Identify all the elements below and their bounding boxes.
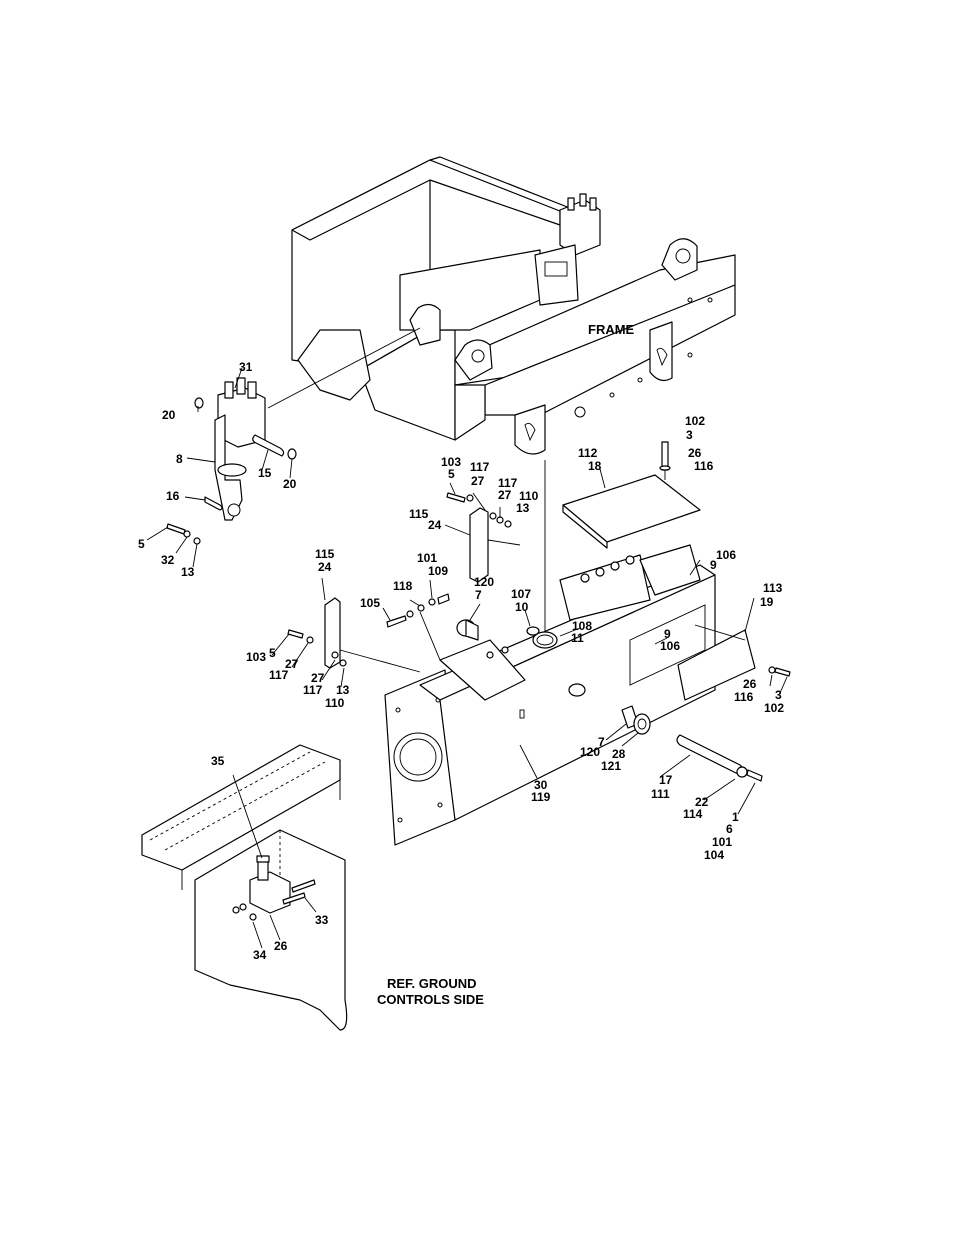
pin-15 (252, 434, 285, 457)
callout-101: 101 (417, 551, 437, 565)
callout-31: 31 (239, 360, 253, 374)
callout-24: 24 (428, 518, 442, 532)
callout-5: 5 (269, 646, 276, 660)
callout-105: 105 (360, 596, 380, 610)
boom-top-fittings (486, 555, 635, 659)
ref-note-line2: CONTROLS SIDE (377, 992, 484, 1007)
callout-labels: 31 20 8 15 20 16 5 32 13 FRAME 102 3 26 … (138, 322, 784, 1007)
callout-26: 26 (688, 446, 702, 460)
callout-117: 117 (470, 460, 490, 474)
ref-valve-35 (249, 855, 291, 914)
cover-plate-113 (677, 624, 791, 701)
callout-10: 10 (515, 600, 529, 614)
callout-114: 114 (683, 807, 703, 821)
callout-27: 27 (311, 671, 325, 685)
callout-117: 117 (498, 476, 518, 490)
callout-120: 120 (474, 575, 494, 589)
callout-121: 121 (601, 759, 621, 773)
callout-27: 27 (498, 488, 512, 502)
callout-103: 103 (246, 650, 266, 664)
callout-33: 33 (315, 913, 329, 927)
callout-101: 101 (712, 835, 732, 849)
callout-3: 3 (775, 688, 782, 702)
leader-lines (146, 367, 788, 949)
boom-weldment (384, 544, 716, 846)
pin-17-assembly (621, 705, 763, 782)
callout-5: 5 (448, 467, 455, 481)
callout-118: 118 (393, 579, 413, 593)
frame-label: FRAME (588, 322, 635, 337)
callout-102: 102 (764, 701, 784, 715)
valve-assembly (166, 327, 421, 545)
callout-26: 26 (743, 677, 757, 691)
callout-112: 112 (578, 446, 598, 460)
callout-109: 109 (428, 564, 448, 578)
callout-107: 107 (511, 587, 531, 601)
callout-9: 9 (710, 558, 717, 572)
callout-26: 26 (274, 939, 288, 953)
callout-1: 1 (732, 810, 739, 824)
callout-111: 111 (651, 787, 670, 801)
callout-20: 20 (283, 477, 297, 491)
callout-120: 120 (580, 745, 600, 759)
callout-6: 6 (726, 822, 733, 836)
callout-5: 5 (138, 537, 145, 551)
callout-117: 117 (269, 668, 289, 682)
callout-110: 110 (519, 489, 539, 503)
pad-hardware (386, 593, 479, 661)
callout-110: 110 (325, 696, 345, 710)
callout-103: 103 (441, 455, 461, 469)
callout-20: 20 (162, 408, 176, 422)
callout-30: 30 (534, 778, 548, 792)
callout-8: 8 (176, 452, 183, 466)
frame-holes (574, 297, 713, 418)
callout-11: 11 (571, 631, 584, 645)
callout-117: 117 (303, 683, 323, 697)
callout-106: 106 (716, 548, 736, 562)
callout-108: 108 (572, 619, 592, 633)
callout-115: 115 (409, 507, 429, 521)
bracket-115-left (287, 597, 421, 673)
bracket-115-right (446, 492, 521, 583)
callout-13: 13 (336, 683, 350, 697)
callout-113: 113 (763, 581, 783, 595)
callout-7: 7 (598, 735, 605, 749)
callout-104: 104 (704, 848, 724, 862)
callout-16: 16 (166, 489, 180, 503)
callout-119: 119 (531, 790, 551, 804)
callout-35: 35 (211, 754, 225, 768)
callout-15: 15 (258, 466, 272, 480)
callout-17: 17 (659, 773, 673, 787)
callout-13: 13 (181, 565, 195, 579)
callout-24: 24 (318, 560, 332, 574)
callout-106: 106 (660, 639, 680, 653)
cover-plate-112 (562, 441, 701, 549)
frame-valve-block (559, 193, 601, 256)
callout-18: 18 (588, 459, 602, 473)
callout-34: 34 (253, 948, 267, 962)
callout-13: 13 (516, 501, 530, 515)
callout-116: 116 (734, 690, 754, 704)
callout-27: 27 (285, 657, 299, 671)
callout-102: 102 (685, 414, 705, 428)
callout-28: 28 (612, 747, 626, 761)
callout-22: 22 (695, 795, 709, 809)
callout-27: 27 (471, 474, 485, 488)
callout-3: 3 (686, 428, 693, 442)
callout-116: 116 (694, 459, 714, 473)
callout-19: 19 (760, 595, 774, 609)
callout-32: 32 (161, 553, 175, 567)
callout-9: 9 (664, 627, 671, 641)
ref-note-line1: REF. GROUND (387, 976, 477, 991)
ground-controls-reference (141, 744, 348, 1031)
callout-7: 7 (475, 588, 482, 602)
callout-115: 115 (315, 547, 335, 561)
